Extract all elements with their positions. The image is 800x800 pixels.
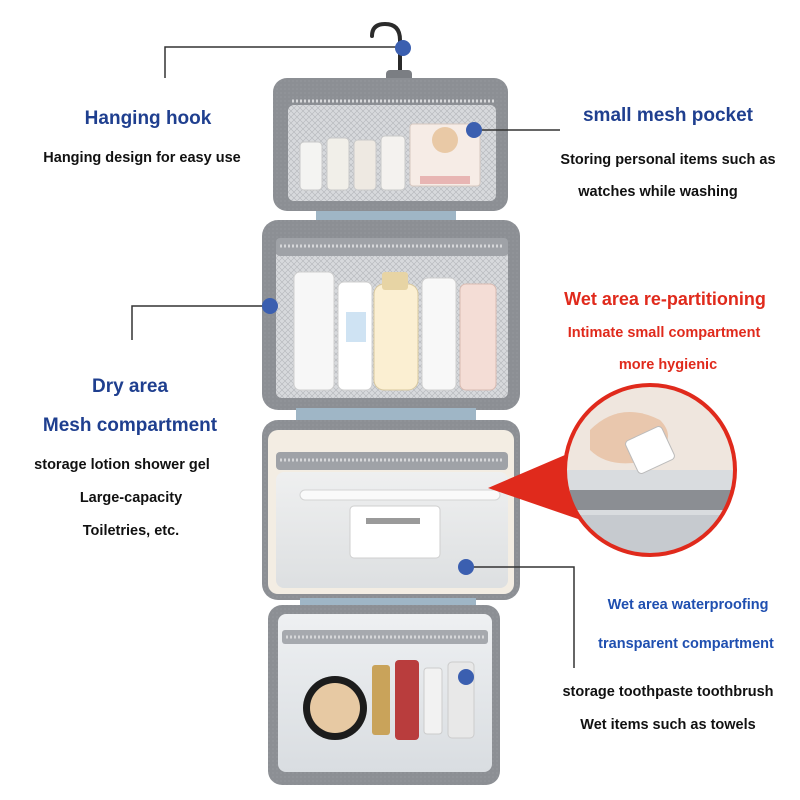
- mesh-pocket-desc-2: watches while washing: [578, 184, 738, 200]
- mesh-pocket-title: small mesh pocket: [582, 105, 754, 126]
- callout-dot: [466, 122, 482, 138]
- waterproof-sub-2: transparent compartment: [598, 636, 774, 652]
- waterproof-sub-1: Wet area waterproofing: [607, 597, 769, 613]
- wet-partition-title: Wet area re-partitioning: [564, 289, 766, 309]
- wet-partition-sub-1: Intimate small compartment: [567, 325, 761, 341]
- leader-lines: [131, 46, 575, 668]
- dry-area-desc-2: Large-capacity: [79, 490, 183, 506]
- wet-partition-sub-2: more hygienic: [618, 357, 718, 373]
- dry-area-desc-3: Toiletries, etc.: [82, 523, 180, 539]
- hook-shape: [370, 21, 402, 80]
- callout-dot: [262, 298, 278, 314]
- hook-desc: Hanging design for easy use: [43, 150, 241, 166]
- mesh-pocket-desc-1: Storing personal items such as: [560, 152, 776, 168]
- callout-dot: [458, 559, 474, 575]
- dry-area-title-2: Mesh compartment: [42, 415, 218, 436]
- callout-dot: [395, 40, 411, 56]
- callout-dot: [458, 669, 474, 685]
- waterproof-desc-2: Wet items such as towels: [580, 717, 756, 733]
- hook-title: Hanging hook: [84, 108, 212, 129]
- dry-area-desc-1: storage lotion shower gel: [34, 457, 210, 473]
- waterproof-desc-1: storage toothpaste toothbrush: [562, 684, 774, 700]
- zoom-detail-image: [565, 385, 735, 555]
- dry-area-title-1: Dry area: [91, 376, 169, 397]
